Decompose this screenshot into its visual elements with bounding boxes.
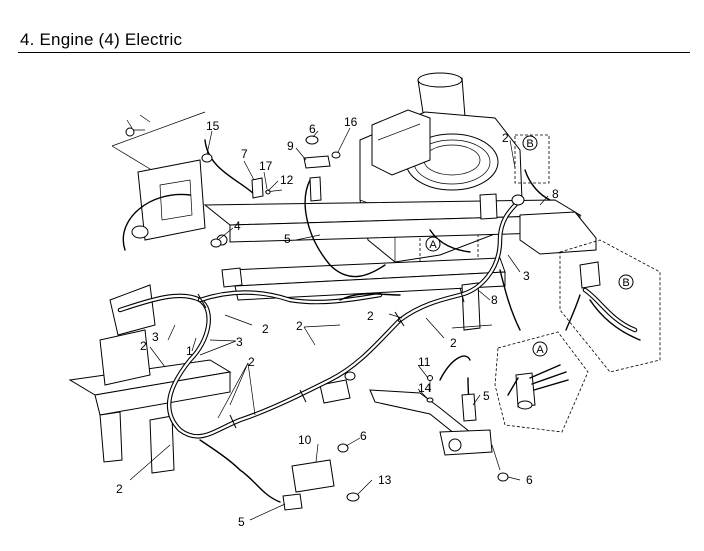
callout-3-left: 3 — [152, 330, 159, 344]
wires — [122, 139, 551, 503]
callout-2-center: 2 — [367, 309, 374, 323]
callout-10: 10 — [298, 433, 312, 447]
detail-a-letter-inset: A — [536, 344, 544, 356]
title-rule — [18, 52, 690, 53]
key-switch-panel — [111, 111, 243, 288]
callout-5-right: 5 — [483, 389, 490, 403]
callout-8-lower: 8 — [491, 293, 498, 307]
callout-13: 13 — [378, 473, 392, 487]
callout-6-right: 6 — [526, 473, 533, 487]
callout-2-right: 2 — [450, 336, 457, 350]
detail-a-marker-inset — [532, 341, 548, 357]
detail-b-letter-engine: B — [526, 138, 533, 150]
callout-8-engine: 8 — [552, 187, 559, 201]
leader-lines — [129, 127, 549, 521]
callout-5-bottom: 5 — [238, 515, 245, 529]
detail-markers: B A B A — [425, 135, 634, 357]
detail-a-marker-engine — [425, 236, 441, 252]
callout-3-mid: 3 — [236, 335, 243, 349]
callout-6-plate: 6 — [360, 429, 367, 443]
chassis-frame — [68, 199, 597, 474]
callout-5-upper: 5 — [284, 232, 291, 246]
callout-2-far-left: 2 — [140, 339, 147, 353]
page-title: 4. Engine (4) Electric — [20, 30, 183, 49]
callout-15: 15 — [206, 119, 220, 133]
detail-b-inset — [559, 239, 661, 373]
detail-b-marker-engine — [522, 135, 538, 151]
callout-7: 7 — [241, 147, 248, 161]
callout-9: 9 — [287, 139, 294, 153]
callout-14: 14 — [418, 381, 432, 395]
hardware — [201, 135, 525, 511]
detail-a-letter-engine: A — [429, 239, 437, 251]
callout-3-right: 3 — [523, 269, 530, 283]
detail-b-marker-inset — [618, 274, 634, 290]
callout-16: 16 — [344, 115, 358, 129]
callout-11: 11 — [418, 355, 431, 369]
callout-2-lower: 2 — [248, 355, 255, 369]
callout-2-bottom: 2 — [116, 482, 123, 496]
callout-labels: 15 7 17 12 6 9 16 4 5 2 8 3 8 2 2 2 2 3 … — [116, 115, 559, 529]
callout-6-top: 6 — [309, 122, 316, 136]
detail-a-inset — [494, 331, 589, 433]
callout-2-engine: 2 — [502, 131, 509, 145]
callout-1: 1 — [186, 344, 193, 358]
callout-2-left-mid: 2 — [262, 322, 269, 336]
detail-b-letter-inset: B — [622, 277, 629, 289]
callout-12: 12 — [280, 173, 294, 187]
callout-2-mid: 2 — [296, 319, 303, 333]
main-wiring-harness — [117, 197, 523, 439]
callout-17: 17 — [259, 159, 273, 173]
callout-4: 4 — [234, 219, 241, 233]
